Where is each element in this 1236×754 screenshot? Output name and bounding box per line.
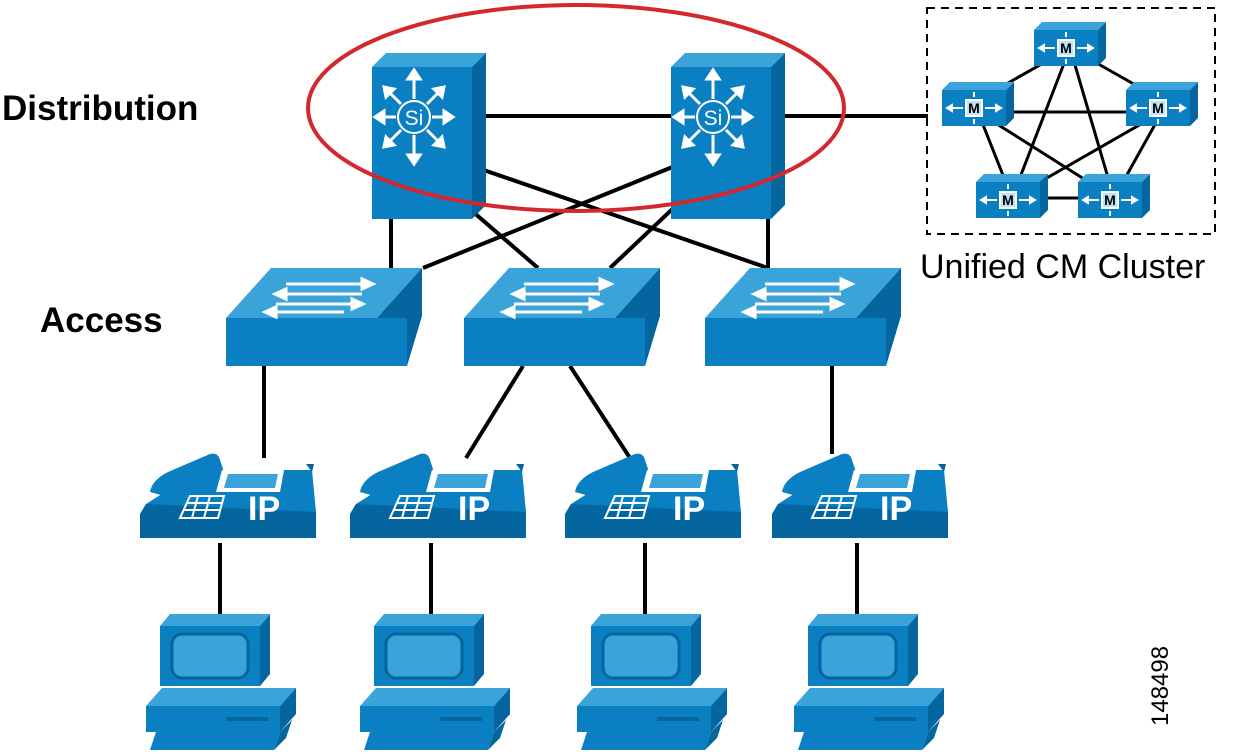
- ip-phone-3-label: IP: [673, 490, 705, 528]
- ip-phone-4-label: IP: [880, 490, 912, 528]
- cm-server-top-label: M: [1060, 40, 1072, 56]
- distribution-switch-1-label: Si: [405, 107, 424, 130]
- cm-server-bottom-left-label: M: [1002, 192, 1014, 208]
- cm-server-bottom-left: M: [975, 173, 1049, 219]
- distribution-switch-1: Si: [370, 51, 488, 221]
- pc-4: [792, 612, 946, 752]
- ip-phone-3: IP: [564, 452, 742, 539]
- access-switch-3: [703, 266, 903, 368]
- pc-3: [575, 612, 729, 752]
- cm-server-left: M: [941, 81, 1015, 127]
- ip-phone-1-label: IP: [248, 490, 280, 528]
- pc-1: [144, 612, 298, 752]
- distribution-switch-2: Si: [669, 51, 787, 221]
- access-links: [262, 364, 834, 460]
- cm-server-left-label: M: [968, 100, 980, 116]
- cluster-label: Unified CM Cluster: [920, 248, 1205, 286]
- ip-phone-2: IP: [349, 452, 527, 539]
- distribution-label: Distribution: [2, 89, 198, 128]
- cm-server-top: M: [1033, 21, 1107, 67]
- ip-phone-2-label: IP: [458, 490, 490, 528]
- phone-pc-links: [218, 543, 859, 614]
- figure-number: 148498: [1147, 646, 1174, 726]
- access-switch-1: [224, 266, 424, 368]
- cm-server-bottom-right: M: [1077, 173, 1151, 219]
- cm-server-right-label: M: [1152, 100, 1164, 116]
- distribution-switch-2-label: Si: [704, 107, 723, 130]
- ip-phone-1: IP: [139, 452, 317, 539]
- access-switch-2: [462, 266, 662, 368]
- cm-server-right: M: [1125, 81, 1199, 127]
- pc-2: [358, 612, 512, 752]
- cluster-boundary: [926, 7, 1216, 235]
- cm-server-bottom-right-label: M: [1104, 192, 1116, 208]
- access-label: Access: [40, 301, 163, 340]
- distribution-highlight-ellipse: [306, 3, 846, 213]
- ip-phone-4: IP: [771, 452, 949, 539]
